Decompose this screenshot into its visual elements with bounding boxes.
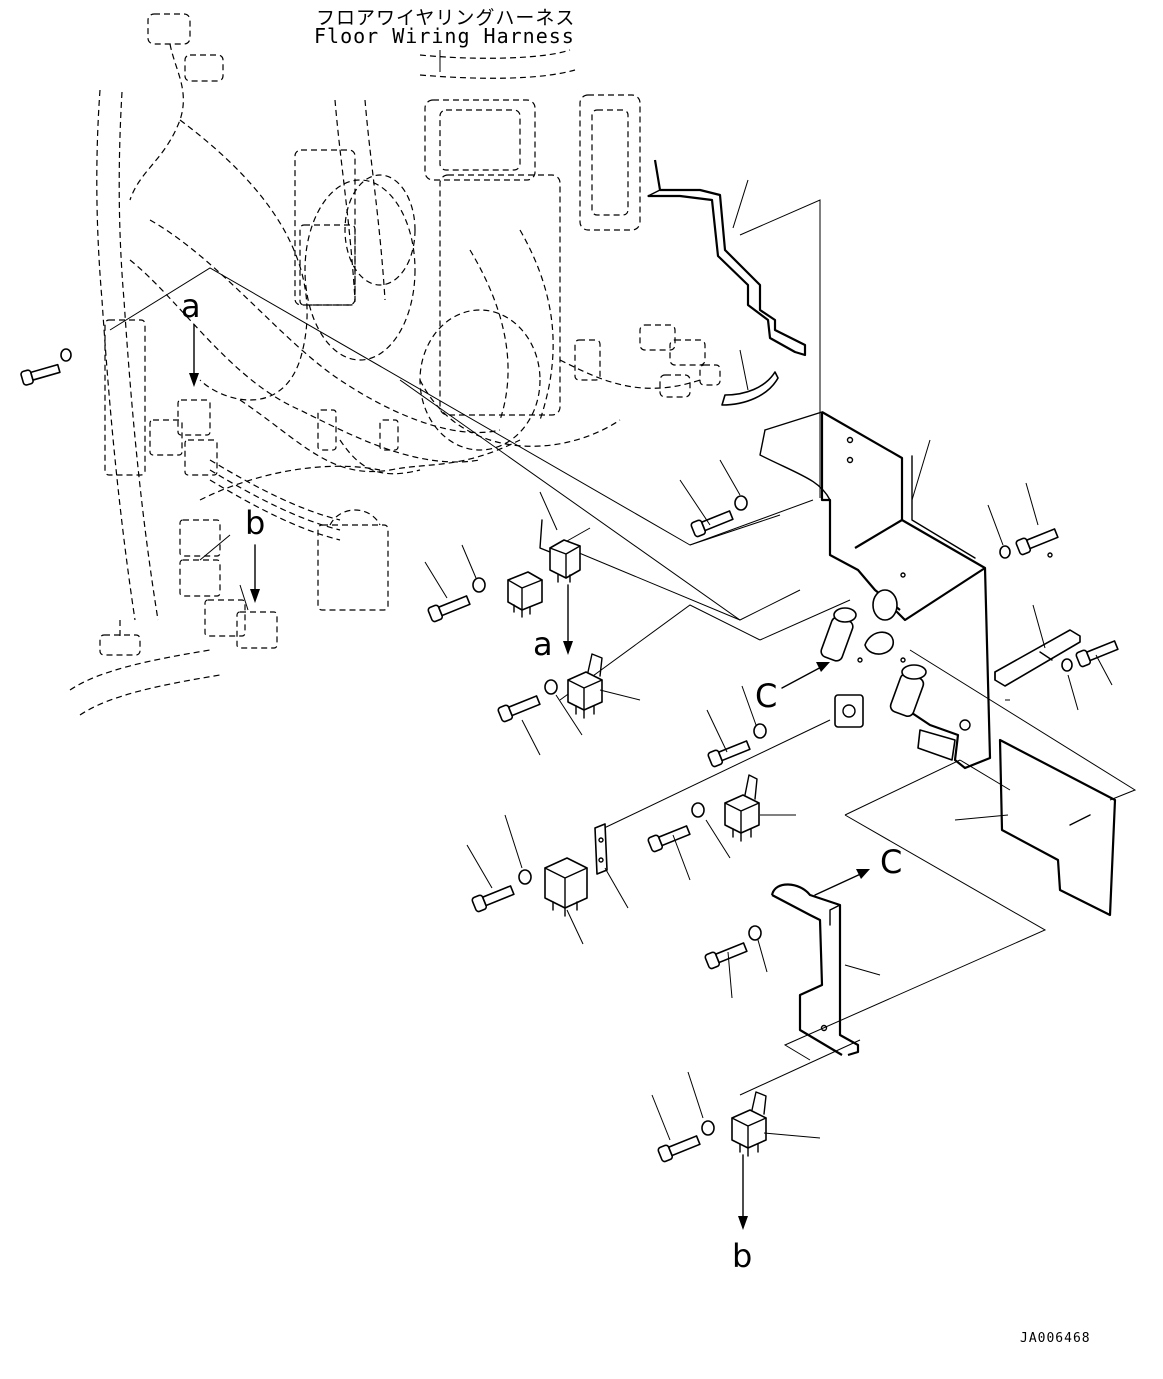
bolt-3: [497, 695, 541, 723]
washer-9: [518, 869, 532, 885]
bolt-1: [20, 363, 61, 386]
washer-8: [691, 802, 705, 818]
label-c-low: C: [880, 843, 903, 881]
lower-bracket: [770, 883, 860, 1057]
relay-5: [544, 857, 588, 917]
label-a-mid: a: [533, 625, 553, 663]
label-c-mid: C: [755, 677, 778, 715]
washer-2: [472, 577, 486, 593]
main-bracket: [759, 411, 1053, 770]
relay-4: [724, 774, 760, 842]
strap-clamp: [647, 159, 807, 406]
bolt-5: [707, 740, 751, 768]
relay-2: [539, 519, 581, 583]
projection-lines: [109, 199, 1137, 1096]
relay-3: [567, 653, 603, 719]
washer-10: [748, 925, 762, 941]
relay-bracket-plate: [594, 823, 608, 875]
cover-plate: [998, 738, 1117, 917]
relay-1: [507, 571, 543, 618]
label-b-left: b: [245, 504, 266, 542]
leader-lines: [199, 179, 1113, 1141]
bolt-2: [427, 595, 471, 623]
washer-6: [999, 545, 1011, 559]
bolt-11: [657, 1135, 701, 1163]
washer-3: [544, 679, 558, 695]
bolt-4: [690, 510, 734, 538]
floor-wiring-harness: [69, 13, 721, 716]
washer-5: [753, 723, 767, 739]
washer-4: [734, 495, 748, 511]
bolt-6: [1015, 528, 1059, 556]
drawing-code: JA006468: [1020, 1331, 1091, 1346]
washer-1: [60, 348, 72, 362]
bolt-9: [471, 885, 515, 913]
label-a-top: a: [181, 287, 201, 325]
washer-11: [701, 1120, 715, 1136]
arrows: [189, 324, 870, 1230]
relays: [507, 519, 767, 1157]
harness-title-english: Floor Wiring Harness: [314, 24, 575, 48]
bolt-10: [704, 942, 748, 970]
relay-6: [731, 1091, 767, 1157]
washer-7: [1061, 658, 1073, 672]
bolts: [20, 348, 1119, 1163]
label-b-bottom: b: [732, 1237, 753, 1275]
bolt-8: [647, 825, 691, 853]
harness-title-japanese: フロアワイヤリングハーネス: [316, 7, 576, 29]
bolt-7: [1075, 640, 1119, 668]
bar-holder: [994, 629, 1081, 687]
